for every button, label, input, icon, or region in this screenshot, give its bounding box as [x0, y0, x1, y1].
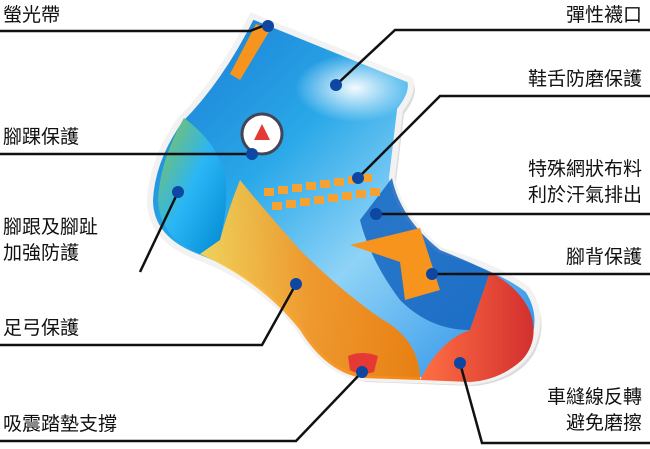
label-instep-protection: 腳背保護 — [565, 246, 642, 268]
fluorescent-band-shape — [230, 24, 270, 80]
sole-area — [200, 180, 420, 380]
ankle-badge — [240, 112, 284, 156]
label-elastic-cuff: 彈性襪口 — [565, 4, 642, 26]
leader-cushion — [0, 371, 363, 443]
callout-dots — [172, 20, 466, 378]
leader-lines — [0, 22, 650, 445]
cushion-pad — [348, 353, 378, 374]
dot-reverse-seam — [454, 357, 466, 369]
label-reverse-seam-line2: 避免磨擦 — [565, 412, 642, 434]
leader-arch — [0, 283, 298, 347]
dot-heel-toe — [172, 186, 184, 198]
label-heel-toe: 腳跟及腳趾 加強防護 — [3, 214, 98, 266]
instep-arrow — [350, 228, 440, 300]
cuff-shine — [295, 54, 415, 122]
label-cushion-support: 吸震踏墊支撐 — [3, 413, 118, 435]
label-reverse-seam-line1: 車縫線反轉 — [546, 386, 642, 408]
label-heel-toe-line2: 加強防護 — [3, 242, 80, 264]
toe-area — [420, 272, 534, 382]
leader-heel-toe — [138, 191, 180, 273]
label-special-mesh-line2: 利於汗氣排出 — [527, 184, 642, 206]
label-fluorescent-band: 螢光帶 — [3, 4, 61, 26]
dot-ankle — [246, 148, 258, 160]
dot-mesh — [370, 208, 382, 220]
leader-elastic-cuff — [335, 28, 650, 86]
dot-cushion — [356, 366, 368, 378]
leader-tongue — [357, 94, 650, 179]
dot-arch — [290, 278, 302, 290]
dot-elastic-cuff — [330, 79, 342, 91]
label-heel-toe-line1: 腳跟及腳趾 — [3, 216, 99, 238]
label-special-mesh-line1: 特殊網狀布料 — [527, 158, 642, 180]
leader-fluorescent — [0, 22, 269, 33]
label-special-mesh: 特殊網狀布料 利於汗氣排出 — [528, 156, 642, 208]
label-ankle-protection: 腳踝保護 — [3, 126, 80, 148]
label-tongue-protection: 鞋舌防磨保護 — [527, 68, 642, 90]
leader-reverse-seam — [458, 362, 650, 445]
label-arch-protection: 足弓保護 — [3, 317, 80, 339]
heel-area — [158, 118, 227, 254]
dot-instep — [426, 268, 438, 280]
label-reverse-seam: 車縫線反轉 避免磨擦 — [547, 384, 642, 436]
dot-tongue — [352, 172, 364, 184]
dot-fluorescent — [262, 20, 274, 32]
